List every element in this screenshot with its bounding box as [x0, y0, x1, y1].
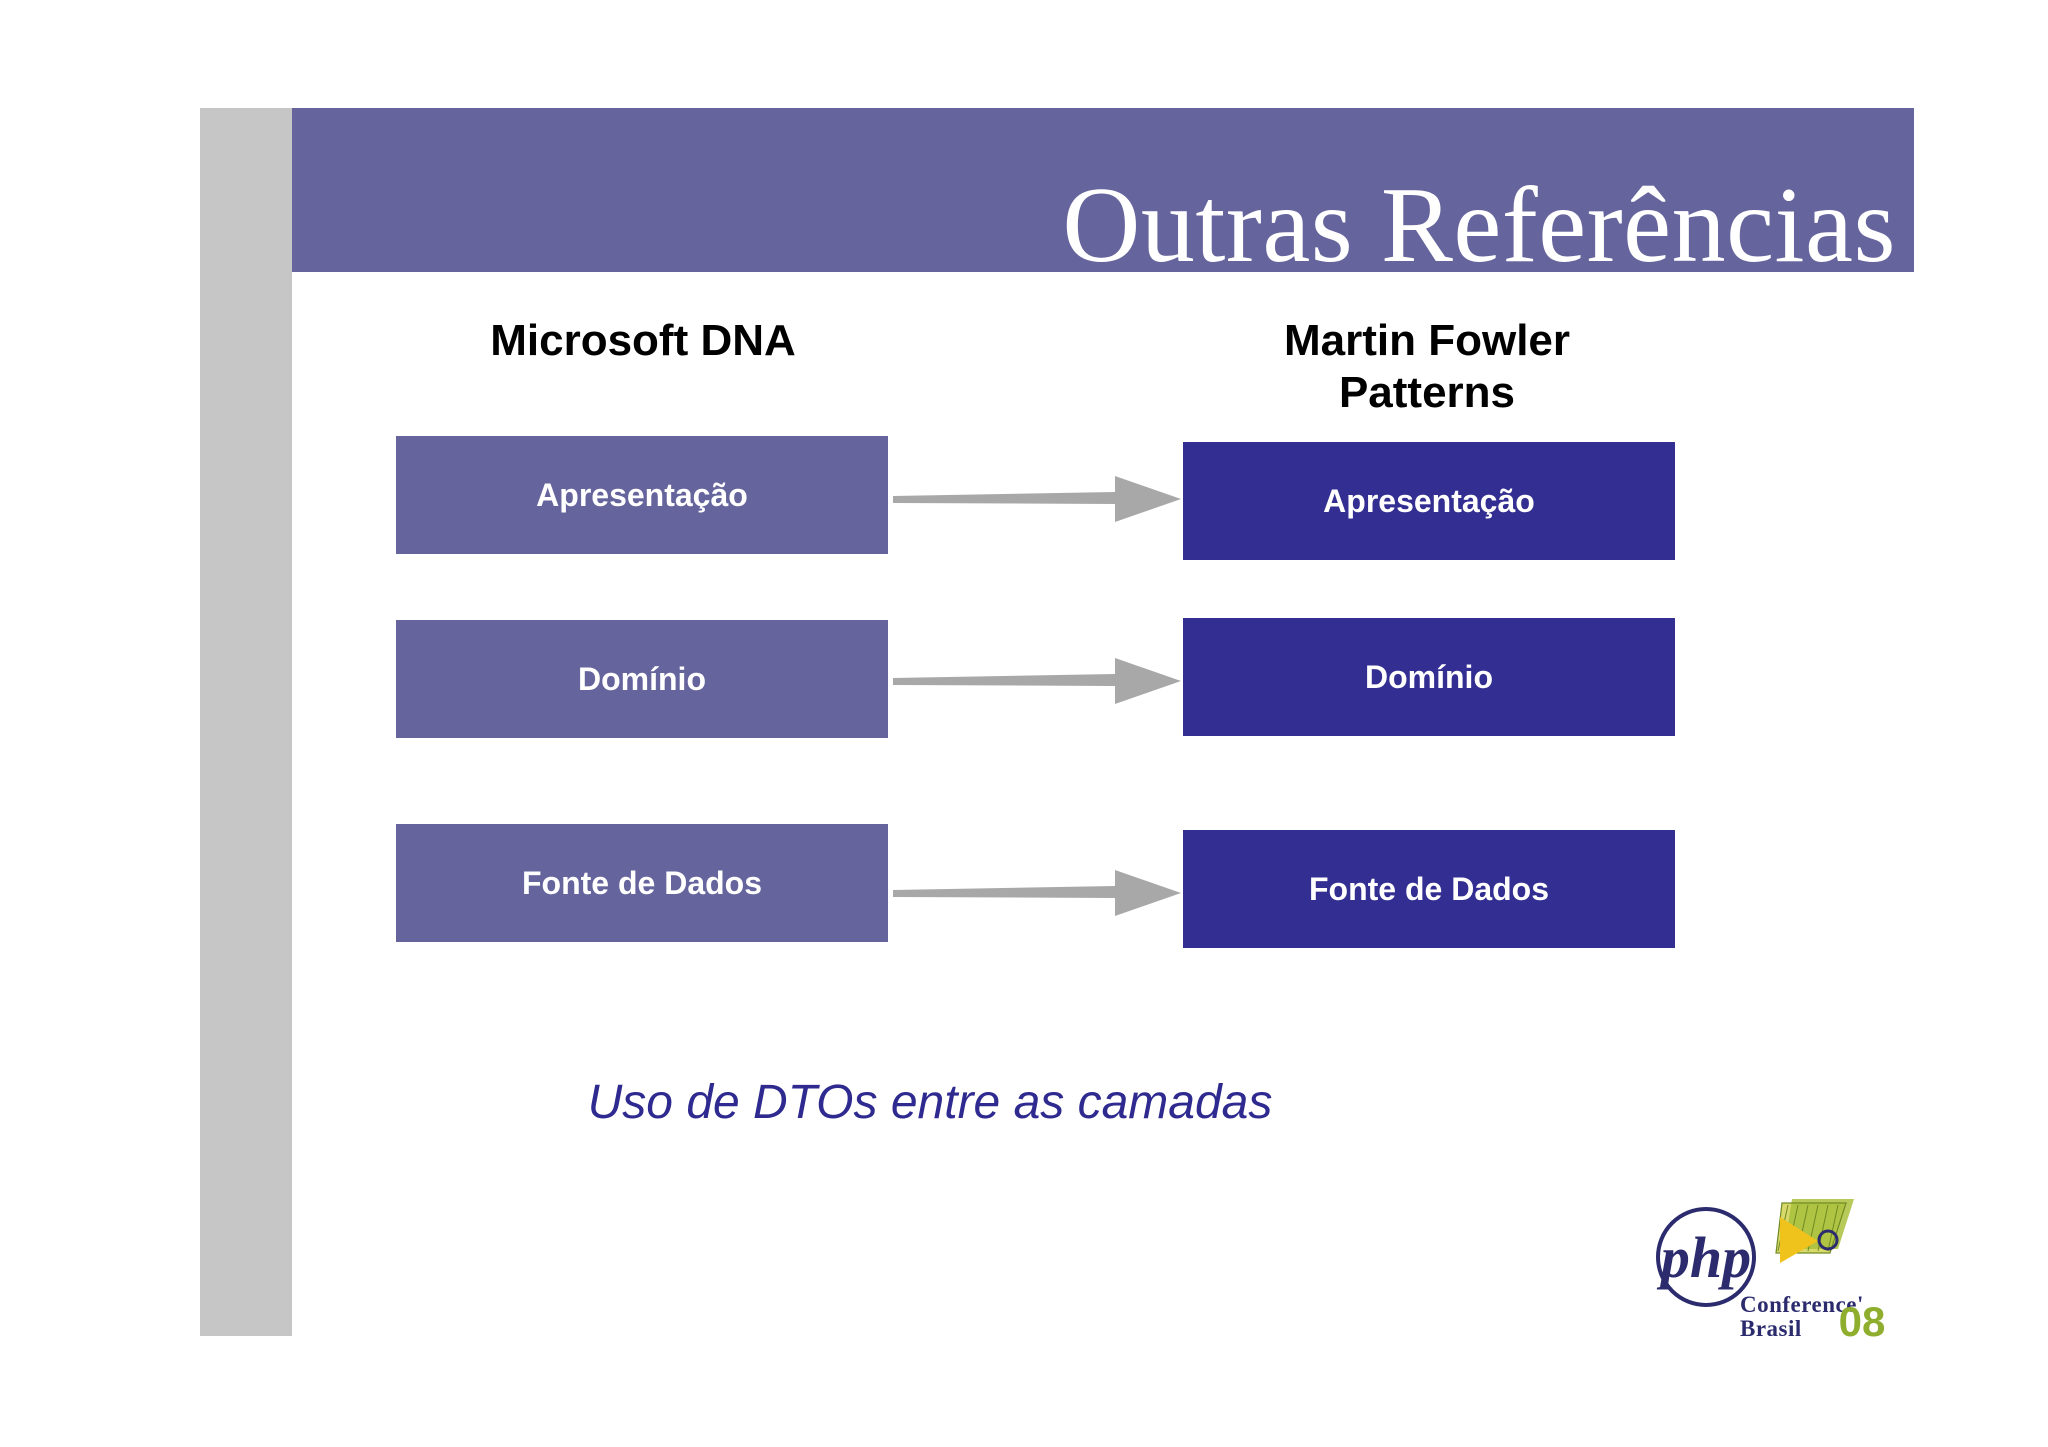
layer-box-right: Fonte de Dados	[1183, 830, 1675, 948]
layer-box-right: Domínio	[1183, 618, 1675, 736]
svg-text:Conference': Conference'	[1740, 1292, 1864, 1317]
layer-row: Domínio Domínio	[0, 618, 2048, 750]
layer-box-left: Domínio	[396, 620, 888, 738]
svg-text:php: php	[1656, 1225, 1751, 1290]
column-heading-martin-fowler-patterns: Martin Fowler Patterns	[1283, 316, 1571, 417]
layer-box-right: Apresentação	[1183, 442, 1675, 560]
layer-box-left: Fonte de Dados	[396, 824, 888, 942]
layer-row: Apresentação Apresentação	[0, 432, 2048, 562]
slide-header-band: Outras Referências	[292, 108, 1914, 280]
svg-text:Brasil: Brasil	[1740, 1316, 1802, 1341]
arrow-right-icon	[893, 470, 1181, 528]
svg-text:08: 08	[1839, 1298, 1886, 1345]
slide-caption: Uso de DTOs entre as camadas	[587, 1076, 1273, 1129]
php-conference-brasil-logo: php Conference' Brasil 08	[1632, 1195, 1920, 1345]
arrow-right-icon	[893, 652, 1181, 710]
arrow-right-icon	[893, 864, 1181, 922]
column-heading-microsoft-dna: Microsoft DNA	[490, 316, 796, 365]
left-accent-bar	[200, 108, 292, 1336]
layer-row: Fonte de Dados Fonte de Dados	[0, 820, 2048, 950]
layer-box-left: Apresentação	[396, 436, 888, 554]
page-title: Outras Referências	[1062, 166, 1896, 285]
